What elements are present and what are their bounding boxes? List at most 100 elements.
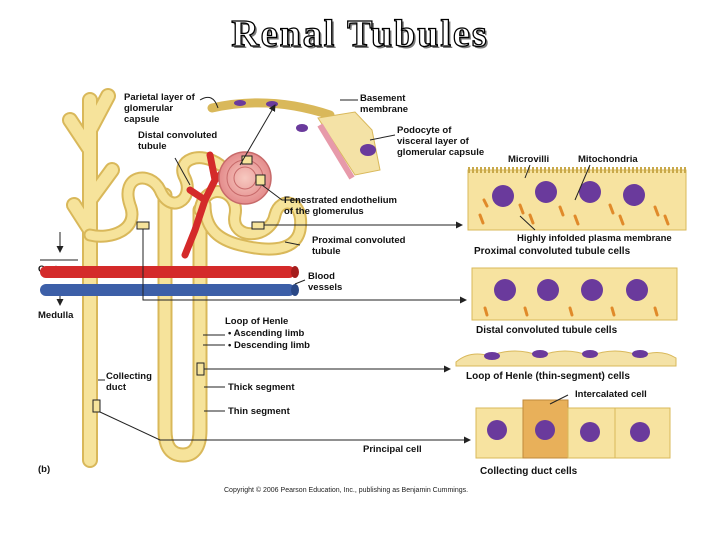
distal-label-1: Distal convoluted: [138, 130, 217, 141]
thick-segment-label: Thick segment: [228, 382, 295, 393]
podocyte-label-2: visceral layer of: [397, 136, 470, 147]
arrow-to-collecting-cells: [99, 411, 471, 444]
intercalated-cell-label: Intercalated cell: [575, 389, 647, 400]
copyright-notice: Copyright © 2006 Pearson Education, Inc.…: [224, 486, 468, 494]
proximal-nucleus-3: [579, 181, 601, 203]
loop-nucleus-4: [632, 350, 648, 358]
proximal-nucleus-1: [492, 185, 514, 207]
collecting-cells-caption: Collecting duct cells: [480, 466, 578, 477]
blood-vessels-shape: [40, 266, 299, 296]
distal-marker: [136, 221, 150, 230]
podocyte-body: [317, 111, 381, 176]
collecting-duct-fill: [64, 90, 118, 466]
endothelium-marker: [255, 174, 266, 186]
fenestrated-label-1: Fenestrated endothelium: [284, 195, 397, 206]
distal-nucleus-4: [626, 279, 648, 301]
microvilli-label: Microvilli: [508, 154, 549, 165]
distal-nucleus-3: [581, 279, 603, 301]
parietal-lead: [199, 96, 219, 109]
proximal-mitochondria: [478, 198, 670, 226]
cell-panel-distal: [471, 267, 678, 321]
distal-mitochondria: [483, 306, 659, 317]
fenestrated-lead: [261, 184, 300, 201]
proximal-tubule-fill: [195, 187, 306, 254]
collecting-label-1: Collecting: [106, 371, 152, 382]
loop-title-label: Loop of Henle: [225, 316, 288, 327]
proximal-label-1: Proximal convoluted: [312, 235, 406, 246]
collecting-nucleus-3: [580, 422, 600, 442]
thick-segment-marker: [196, 362, 205, 376]
arrow-to-distal-cells: [142, 229, 467, 304]
distal-label-2: tubule: [138, 141, 167, 152]
podocyte-lead: [369, 134, 396, 141]
blood-label-2: vessels: [308, 282, 342, 293]
leader-arrows: [98, 96, 591, 444]
capsule-detail: [207, 98, 381, 180]
collecting-label-2: duct: [106, 382, 127, 393]
collecting-marker: [92, 399, 101, 413]
proximal-marker: [251, 221, 265, 230]
basement-label-1: Basement: [360, 93, 406, 104]
infolded-lead: [519, 215, 536, 231]
distal-tubule-fill: [85, 153, 225, 241]
infolded-membrane-label: Highly infolded plasma membrane: [517, 233, 672, 244]
collecting-nucleus-4: [630, 422, 650, 442]
collecting-duct-shape: [62, 88, 120, 468]
microvilli-lead: [524, 164, 531, 179]
loop-nucleus-1: [484, 352, 500, 360]
loop-cells-caption: Loop of Henle (thin-segment) cells: [466, 371, 630, 382]
vein-end: [291, 284, 299, 296]
loop-fill: [159, 189, 206, 461]
parietal-label-3: capsule: [124, 114, 159, 125]
glomerulus-shape: [181, 151, 272, 259]
blood-lead: [294, 279, 306, 285]
convoluted-tubules-shape: [83, 151, 308, 256]
cell-panel-loop: [455, 350, 677, 367]
parietal-nucleus-1: [234, 100, 246, 106]
basement-membrane-detail: [317, 123, 355, 180]
capsule-detail-arrow: [239, 104, 276, 166]
intercalated-lead: [549, 394, 569, 405]
basement-label-2: membrane: [360, 104, 408, 115]
loop-of-henle-shape: [157, 187, 208, 463]
proximal-cells-caption: Proximal convoluted tubule cells: [474, 246, 631, 257]
distal-nucleus-1: [494, 279, 516, 301]
parietal-nucleus-2: [266, 101, 278, 107]
collecting-nucleus-2: [535, 420, 555, 440]
podocyte-label-3: glomerular capsule: [397, 147, 484, 158]
medulla-label: Medulla: [38, 310, 74, 321]
artery: [40, 266, 295, 278]
distal-cells-caption: Distal convoluted tubule cells: [476, 325, 618, 336]
blood-label-1: Blood: [308, 271, 335, 282]
vein: [40, 284, 295, 296]
proximal-label-2: tubule: [312, 246, 341, 257]
cell-panel-proximal: [467, 167, 687, 231]
ascending-label: • Ascending limb: [228, 328, 305, 339]
principal-cell-label: Principal cell: [363, 444, 422, 455]
proximal-lead: [284, 241, 301, 246]
podocyte-label-1: Podocyte of: [397, 125, 452, 136]
artery-end: [291, 266, 299, 278]
parietal-label-1: Parietal layer of: [124, 92, 196, 103]
thin-segment-label: Thin segment: [228, 406, 291, 417]
descending-label: • Descending limb: [228, 340, 310, 351]
collecting-nucleus-1: [487, 420, 507, 440]
cell-panel-collecting: [475, 399, 671, 459]
parietal-nucleus-3: [296, 124, 308, 132]
mitochondria-lead: [574, 164, 591, 201]
fenestrated-label-2: of the glomerulus: [284, 206, 364, 217]
parietal-label-2: glomerular: [124, 103, 173, 114]
mitochondria-label: Mitochondria: [578, 154, 638, 165]
capsule-marker: [241, 155, 253, 165]
podocyte-nucleus: [360, 144, 376, 156]
loop-nucleus-2: [532, 350, 548, 358]
loop-nucleus-3: [582, 350, 598, 358]
proximal-nucleus-2: [535, 181, 557, 203]
panel-label: (b): [38, 464, 50, 475]
distal-nucleus-2: [537, 279, 559, 301]
slide-title: Renal Tubules: [231, 12, 489, 55]
proximal-nucleus-4: [623, 184, 645, 206]
distal-lead: [174, 157, 191, 186]
